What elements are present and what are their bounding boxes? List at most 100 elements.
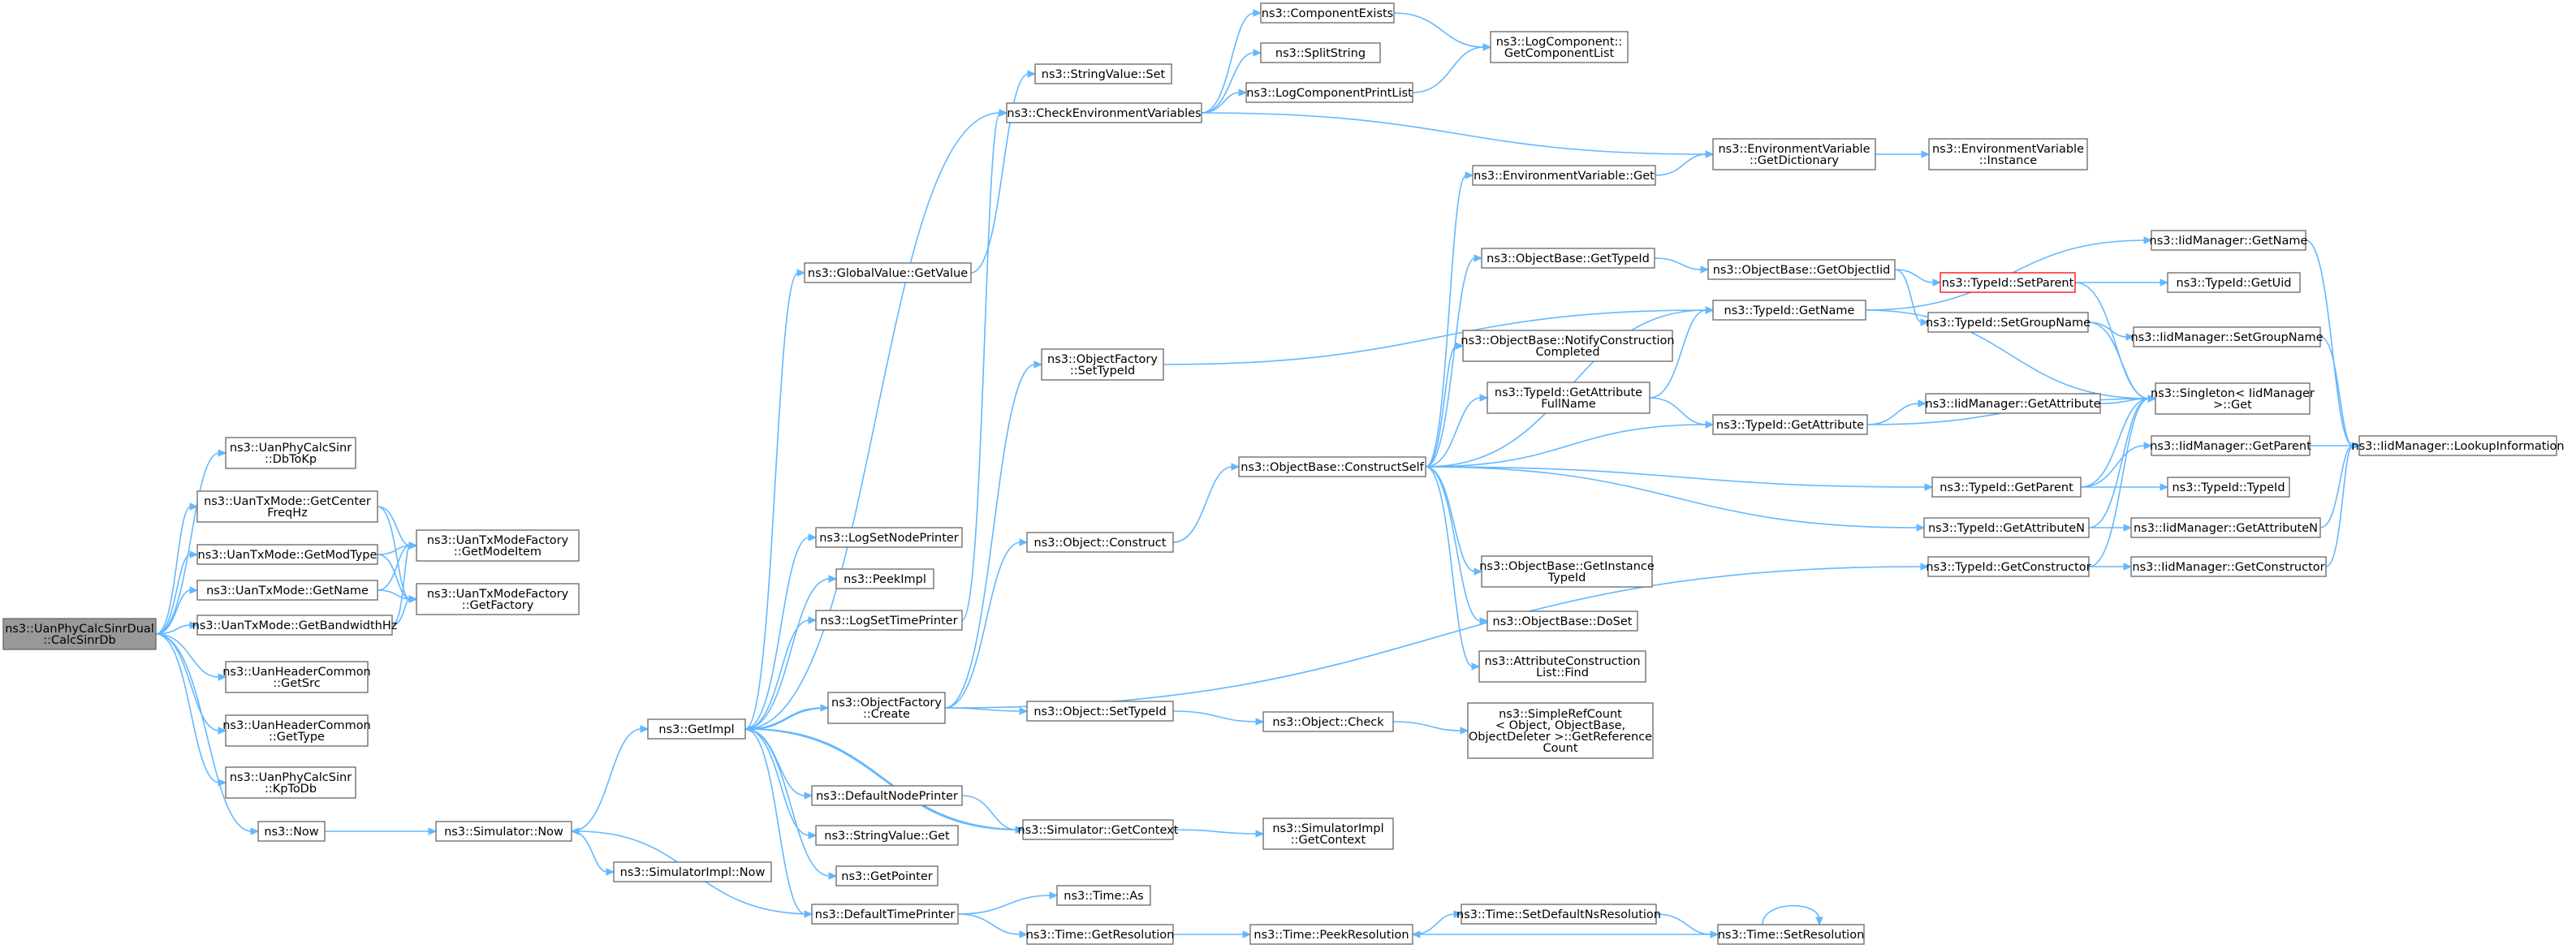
node-ns3-logcomponentprintlist[interactable]: ns3::LogComponentPrintList xyxy=(1245,82,1413,103)
node-ns3-objectbase-getobjectiid[interactable]: ns3::ObjectBase::GetObjectIid xyxy=(1707,259,1896,280)
node-ns3-objectbase-gettypeid[interactable]: ns3::ObjectBase::GetTypeId xyxy=(1481,248,1655,269)
edge-n68-n69 xyxy=(2325,442,2361,567)
node-ns3-environmentvariable-get[interactable]: ns3::EnvironmentVariable::Get xyxy=(1472,165,1656,186)
node-box xyxy=(2151,230,2306,251)
node-ns3-logsetnodeprinter[interactable]: ns3::LogSetNodePrinter xyxy=(815,527,963,548)
node-label-line: Completed xyxy=(1535,346,1599,359)
node-ns3-uantxmode-getbandwidthhz[interactable]: ns3::UanTxMode::GetBandwidthHz xyxy=(192,615,398,636)
node-ns3-typeid-getparent[interactable]: ns3::TypeId::GetParent xyxy=(1931,477,2082,498)
node-box xyxy=(1462,330,1673,362)
node-ns3-defaulttimeprinter[interactable]: ns3::DefaultTimePrinter xyxy=(811,904,959,925)
node-ns3-peekimpl[interactable]: ns3::PeekImpl xyxy=(835,568,934,589)
node-box xyxy=(1022,819,1174,840)
node-ns3-uanheadercommon-gettype[interactable]: ns3::UanHeaderCommon::GetType xyxy=(222,714,371,747)
node-ns3-iidmanager-lookupinformation[interactable]: ns3::IidManager::LookupInformation xyxy=(2351,435,2565,456)
node-ns3-time-setdefaultnsresolution[interactable]: ns3::Time::SetDefaultNsResolution xyxy=(1456,904,1661,925)
call-edges xyxy=(155,9,2361,938)
node-ns3-globalvalue-getvalue[interactable]: ns3::GlobalValue::GetValue xyxy=(804,262,972,283)
node-label-line: TypeId xyxy=(1547,572,1586,584)
node-ns3-object-check[interactable]: ns3::Object::Check xyxy=(1262,711,1394,732)
node-label-line: ::CalcSinrDb xyxy=(43,634,116,647)
node-label-line: ::GetModeItem xyxy=(454,546,542,559)
node-ns3-objectbase-constructself[interactable]: ns3::ObjectBase::ConstructSelf xyxy=(1238,456,1426,477)
node-ns3-typeid-setgroupname[interactable]: ns3::TypeId::SetGroupName xyxy=(1926,312,2091,333)
node-ns3-objectfactory-settypeid[interactable]: ns3::ObjectFactory::SetTypeId xyxy=(1041,348,1164,381)
node-ns3-iidmanager-getattribute[interactable]: ns3::IidManager::GetAttribute xyxy=(1925,393,2101,414)
node-label-line: ns3::SplitString xyxy=(1275,47,1366,60)
node-box xyxy=(2130,517,2321,538)
edge-n17-n20 xyxy=(1201,88,1248,114)
node-ns3-getimpl[interactable]: ns3::GetImpl xyxy=(647,718,746,740)
node-ns3-uantxmode-getname[interactable]: ns3::UanTxMode::GetName xyxy=(196,580,378,601)
node-label-line: ObjectDeleter >::GetReference xyxy=(1469,731,1652,744)
node-label-line: ns3::TypeId::SetParent xyxy=(1942,277,2074,290)
node-ns3-simulatorimpl-now[interactable]: ns3::SimulatorImpl::Now xyxy=(613,861,772,882)
node-ns3-simulator-getcontext[interactable]: ns3::Simulator::GetContext xyxy=(1018,819,1179,840)
node-ns3-uanphycalcsinr-kptodb[interactable]: ns3::UanPhyCalcSinr::KpToDb xyxy=(225,766,356,799)
node-ns3-splitstring[interactable]: ns3::SplitString xyxy=(1260,42,1381,63)
node-label-line: ns3::ObjectFactory xyxy=(831,697,942,710)
node-ns3-typeid-getconstructor[interactable]: ns3::TypeId::GetConstructor xyxy=(1926,556,2091,577)
node-ns3-logsettimeprinter[interactable]: ns3::LogSetTimePrinter xyxy=(815,610,963,631)
node-ns3-checkenvironmentvariables[interactable]: ns3::CheckEnvironmentVariables xyxy=(1006,102,1202,123)
node-ns3-simulatorimpl-getcontext[interactable]: ns3::SimulatorImpl::GetContext xyxy=(1262,817,1394,850)
node-ns3-uantxmodefactory-getmodeitem[interactable]: ns3::UanTxModeFactory::GetModeItem xyxy=(416,529,580,562)
node-ns3-environmentvariable-getdictionary[interactable]: ns3::EnvironmentVariable::GetDictionary xyxy=(1712,138,1876,170)
edge-n45-n56 xyxy=(1425,466,1926,532)
node-ns3-object-settypeid[interactable]: ns3::Object::SetTypeId xyxy=(1026,701,1174,722)
node-label-line: List::Find xyxy=(1536,666,1589,679)
node-ns3-typeid-getuid[interactable]: ns3::TypeId::GetUid xyxy=(2167,272,2301,293)
node-ns3-getpointer[interactable]: ns3::GetPointer xyxy=(835,865,938,886)
node-ns3-typeid-typeid[interactable]: ns3::TypeId::TypeId xyxy=(2167,477,2290,498)
node-ns3-iidmanager-getconstructor[interactable]: ns3::IidManager::GetConstructor xyxy=(2130,556,2327,577)
node-ns3-environmentvariable-instance[interactable]: ns3::EnvironmentVariable::Instance xyxy=(1928,138,2088,170)
edge-n14-n35 xyxy=(744,728,818,839)
node-box xyxy=(225,437,356,469)
node-ns3-stringvalue-set[interactable]: ns3::StringValue::Set xyxy=(1034,63,1172,84)
node-label-line: ns3::SimulatorImpl xyxy=(1272,822,1383,835)
node-label-line: ns3::ObjectBase::GetObjectIid xyxy=(1713,264,1891,277)
node-ns3-stringvalue-get[interactable]: ns3::StringValue::Get xyxy=(815,825,959,846)
node-ns3-iidmanager-getattributen[interactable]: ns3::IidManager::GetAttributeN xyxy=(2130,517,2321,538)
node-ns3-typeid-setparent[interactable]: ns3::TypeId::SetParent xyxy=(1940,272,2076,293)
node-box xyxy=(435,821,572,842)
node-ns3-uanphycalcsinrdual-calcsinrdb[interactable]: ns3::UanPhyCalcSinrDual::CalcSinrDb xyxy=(2,618,157,650)
node-box xyxy=(196,615,393,636)
node-ns3-time-getresolution[interactable]: ns3::Time::GetResolution xyxy=(1026,924,1175,945)
node-ns3-objectfactory-create[interactable]: ns3::ObjectFactory::Create xyxy=(827,692,946,724)
node-ns3-time-peekresolution[interactable]: ns3::Time::PeekResolution xyxy=(1249,924,1413,945)
node-label-line: ::GetDictionary xyxy=(1750,154,1839,167)
node-box xyxy=(1712,300,1866,321)
node-ns3-now[interactable]: ns3::Now xyxy=(257,821,326,842)
edge-n12-n13 xyxy=(571,830,615,876)
node-ns3-typeid-getattributen[interactable]: ns3::TypeId::GetAttributeN xyxy=(1923,517,2090,538)
node-ns3-object-construct[interactable]: ns3::Object::Construct xyxy=(1026,532,1174,553)
node-ns3-iidmanager-getname[interactable]: ns3::IidManager::GetName xyxy=(2150,230,2308,251)
node-ns3-singleton-iidmanager-get[interactable]: ns3::Singleton< IidManager>::Get xyxy=(2151,382,2315,415)
node-label-line: ns3::TypeId::SetGroupName xyxy=(1926,317,2091,330)
node-ns3-time-setresolution[interactable]: ns3::Time::SetResolution xyxy=(1717,924,1865,945)
node-box xyxy=(1006,102,1202,123)
node-ns3-defaultnodeprinter[interactable]: ns3::DefaultNodePrinter xyxy=(811,785,963,806)
node-ns3-simplerefcount-object-objectbase-objectdeleter-getreference-count[interactable]: ns3::SimpleRefCount< Object, ObjectBase,… xyxy=(1467,702,1654,759)
node-ns3-iidmanager-getparent[interactable]: ns3::IidManager::GetParent xyxy=(2150,435,2311,456)
node-ns3-uantxmode-getmodtype[interactable]: ns3::UanTxMode::GetModType xyxy=(196,544,378,565)
node-ns3-objectbase-notifyconstruction-completed[interactable]: ns3::ObjectBase::NotifyConstructionCompl… xyxy=(1461,330,1675,362)
node-ns3-typeid-getname[interactable]: ns3::TypeId::GetName xyxy=(1712,300,1866,321)
node-ns3-objectbase-doset[interactable]: ns3::ObjectBase::DoSet xyxy=(1486,610,1638,632)
node-ns3-uanphycalcsinr-dbtokp[interactable]: ns3::UanPhyCalcSinr::DbToKp xyxy=(225,437,356,469)
node-box xyxy=(613,861,772,882)
node-ns3-iidmanager-setgroupname[interactable]: ns3::IidManager::SetGroupName xyxy=(2130,326,2324,347)
node-box xyxy=(2133,326,2321,347)
node-ns3-uantxmodefactory-getfactory[interactable]: ns3::UanTxModeFactory::GetFactory xyxy=(416,583,580,615)
node-ns3-time-as[interactable]: ns3::Time::As xyxy=(1056,885,1151,906)
node-ns3-logcomponent-getcomponentlist[interactable]: ns3::LogComponent::GetComponentList xyxy=(1490,31,1629,63)
node-ns3-typeid-getattribute[interactable]: ns3::TypeId::GetAttribute xyxy=(1712,414,1868,435)
node-ns3-uanheadercommon-getsrc[interactable]: ns3::UanHeaderCommon::GetSrc xyxy=(222,661,371,693)
node-ns3-simulator-now[interactable]: ns3::Simulator::Now xyxy=(435,821,572,842)
node-ns3-componentexists[interactable]: ns3::ComponentExists xyxy=(1260,2,1395,24)
